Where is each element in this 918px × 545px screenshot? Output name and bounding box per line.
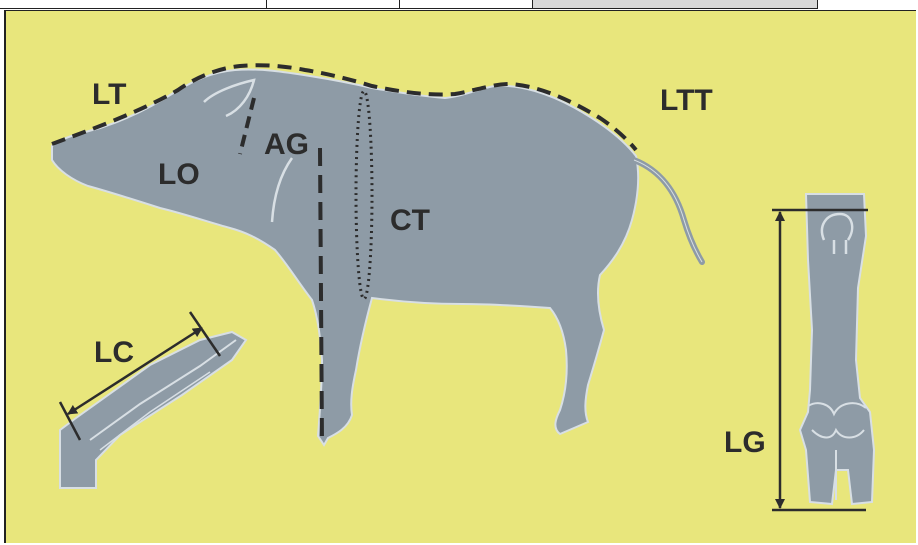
boar-hind-leg-illustration-icon [800, 194, 874, 504]
label-ltt: LTT [660, 84, 713, 117]
label-ct: CT [390, 204, 430, 237]
label-lo: LO [158, 158, 200, 191]
label-lc: LC [94, 336, 134, 369]
label-lg: LG [724, 426, 766, 459]
shoulder-height-dashed-line [320, 148, 322, 444]
label-lt: LT [92, 78, 126, 111]
label-ag: AG [264, 128, 309, 161]
